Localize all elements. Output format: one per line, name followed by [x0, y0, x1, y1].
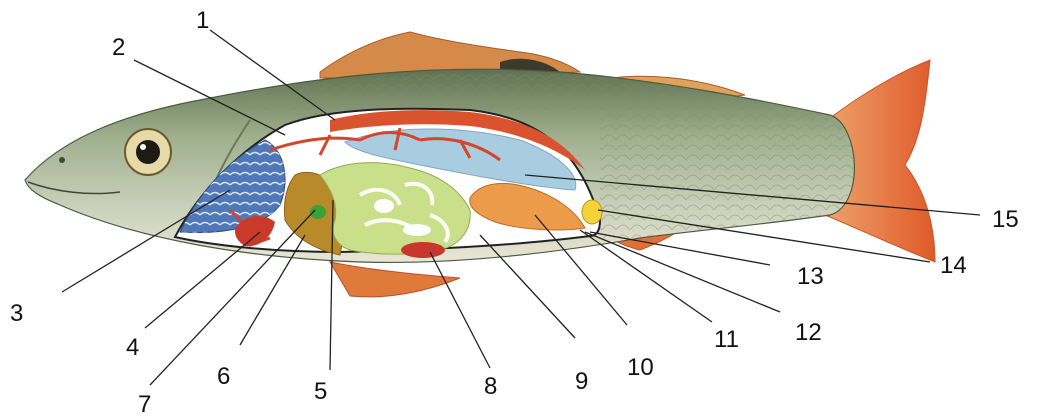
label-3: 3 — [10, 300, 23, 327]
nostril — [59, 157, 65, 163]
label-13: 13 — [797, 263, 824, 290]
label-14: 14 — [940, 252, 967, 279]
label-11: 11 — [714, 326, 739, 353]
label-15: 15 — [992, 206, 1019, 233]
pupil — [136, 140, 160, 164]
label-7: 7 — [138, 391, 151, 418]
label-4: 4 — [126, 334, 139, 361]
label-12: 12 — [795, 319, 822, 346]
label-8: 8 — [484, 373, 497, 400]
intestine-gap-2 — [403, 224, 431, 236]
label-9: 9 — [575, 368, 588, 395]
pelvic-fin — [330, 262, 460, 297]
intestine-gap-1 — [374, 199, 394, 213]
label-10: 10 — [627, 354, 654, 381]
label-5: 5 — [314, 378, 327, 405]
urinary-bladder — [582, 200, 602, 224]
label-6: 6 — [217, 363, 230, 390]
eye-highlight — [140, 144, 146, 150]
label-2: 2 — [112, 34, 125, 61]
spleen — [401, 242, 445, 258]
label-1: 1 — [196, 7, 209, 34]
